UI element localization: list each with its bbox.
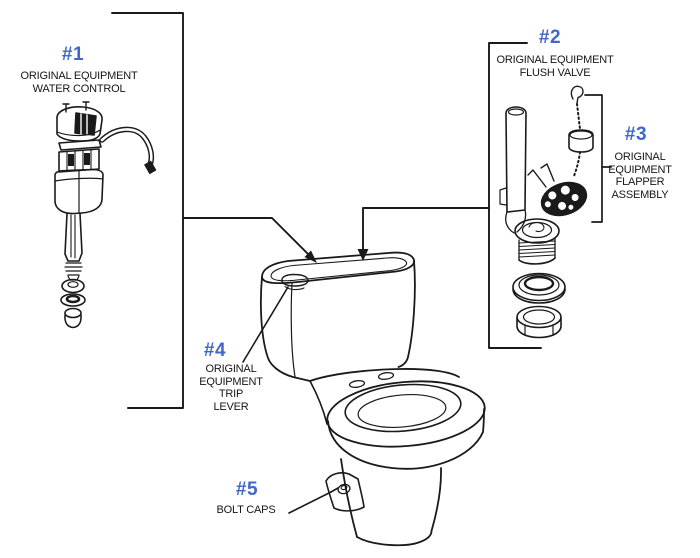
bolt-cap-drawing [325,472,365,512]
flush-valve-illustration [499,106,560,265]
callout-5-number-text: #5 [235,479,259,500]
callout-1-label-text: ORIGINAL EQUIPMENT WATER CONTROL [20,70,138,95]
callout-1-number-text: #1 [61,44,85,65]
flapper-assembly-illustration [512,85,594,339]
callout-2-label-text: ORIGINAL EQUIPMENT FLUSH VALVE [496,54,614,79]
callout-1-number: #1 [38,44,108,66]
callout-2-number: #2 [515,27,585,49]
callout-4-leader [242,286,289,363]
callout-5-leader [288,487,339,514]
trip-lever-drawing [281,273,309,291]
callout-2-bracket [357,42,542,349]
callout-3-bracket [584,94,612,223]
callout-4-label: ORIGINAL EQUIPMENT TRIP LEVER [181,363,281,413]
callout-3-label-text: ORIGINAL EQUIPMENT FLAPPER ASSEMBLY [608,151,672,201]
callout-1-bracket [111,12,317,409]
callout-4-number-text: #4 [203,340,227,361]
callout-5-label-text: BOLT CAPS [216,504,276,516]
callout-2-label: ORIGINAL EQUIPMENT FLUSH VALVE [492,54,618,79]
callout-5-number: #5 [212,479,282,501]
callout-1-label: ORIGINAL EQUIPMENT WATER CONTROL [14,70,144,95]
water-control-illustration [54,101,157,329]
callout-3-number-text: #3 [624,124,648,145]
callout-3-label: ORIGINAL EQUIPMENT FLAPPER ASSEMBLY [592,151,688,201]
callout-2-number-text: #2 [538,27,562,48]
callout-5-label: BOLT CAPS [198,504,294,517]
callout-3-number: #3 [601,124,671,146]
toilet-illustration [259,251,486,547]
callout-4-label-text: ORIGINAL EQUIPMENT TRIP LEVER [199,363,263,413]
callout-4-number: #4 [180,340,250,362]
